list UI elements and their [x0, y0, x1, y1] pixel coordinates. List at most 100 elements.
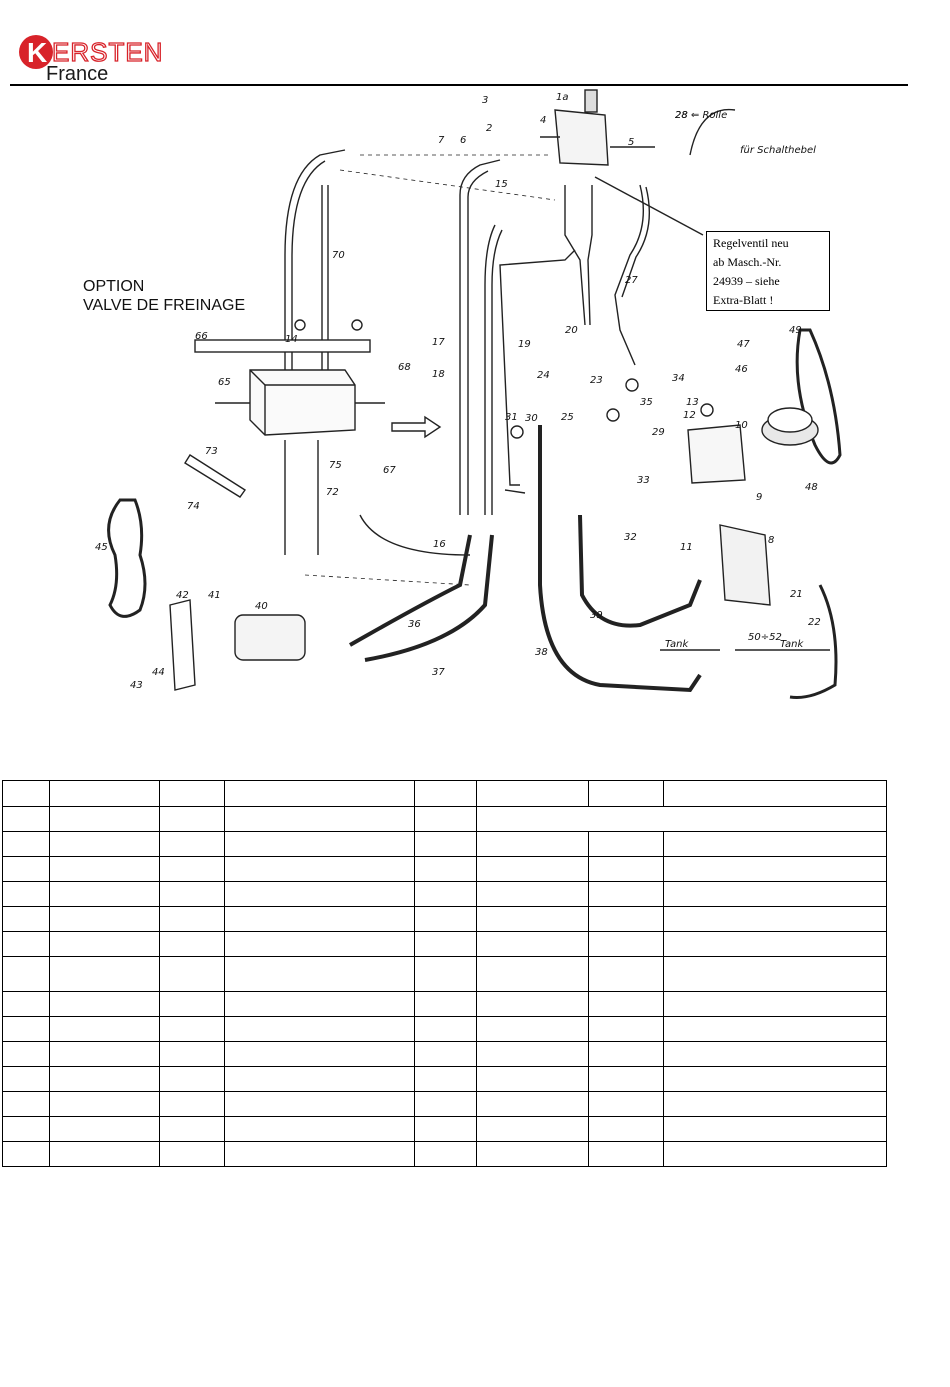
table-cell: [663, 1116, 887, 1142]
table-cell: [49, 856, 160, 882]
part-label-25: 25: [561, 412, 574, 423]
table-cell: [663, 931, 887, 957]
note-line: Extra-Blatt !: [713, 293, 774, 307]
part-label-8: 8: [768, 535, 774, 546]
table-cell: [414, 956, 477, 992]
part-label-7: 7: [438, 135, 445, 146]
table-cell: [476, 831, 589, 857]
note-line: 24939 – siehe: [713, 274, 780, 288]
table-cell: [588, 1091, 664, 1117]
table-row: [2, 1141, 887, 1167]
table-cell: [663, 991, 887, 1017]
part-label-36: 36: [408, 619, 421, 630]
table-cell: [2, 1091, 50, 1117]
table-cell: [224, 906, 415, 932]
part-number-labels: 1a23456789101112131415161718192021222324…: [95, 92, 821, 691]
table-cell: [224, 1016, 415, 1042]
part-label-75: 75: [329, 460, 342, 471]
table-row: [2, 1066, 887, 1092]
table-cell: [663, 856, 887, 882]
table-cell: [224, 780, 415, 807]
table-cell: [224, 956, 415, 992]
table-cell: [49, 1116, 160, 1142]
table-cell: [159, 991, 225, 1017]
table-cell: [224, 1066, 415, 1092]
table-cell: [476, 956, 589, 992]
part-label-17: 17: [432, 337, 445, 348]
table-cell: [159, 1016, 225, 1042]
table-cell: [663, 1141, 887, 1167]
option-title: OPTION: [83, 278, 144, 295]
table-cell: [663, 780, 887, 807]
part-label-23: 23: [590, 375, 603, 386]
part-label-34: 34: [672, 373, 685, 384]
table-cell: [414, 931, 477, 957]
part-label-24: 24: [537, 370, 550, 381]
table-cell: [159, 1041, 225, 1067]
table-cell: [159, 831, 225, 857]
part-label-9: 9: [756, 492, 762, 503]
part-label-22: 22: [808, 617, 821, 628]
tank-label-right: Tank: [780, 639, 805, 650]
table-row: [2, 906, 887, 932]
part-label-31: 31: [505, 412, 518, 423]
table-cell: [414, 1066, 477, 1092]
table-cell: [476, 1141, 589, 1167]
table-cell: [588, 780, 664, 807]
table-cell: [414, 1016, 477, 1042]
part-label-20: 20: [565, 325, 578, 336]
table-cell: [2, 881, 50, 907]
kersten-logo: K ERSTEN France: [19, 35, 163, 84]
table-cell: [663, 1041, 887, 1067]
part-label-40: 40: [255, 601, 268, 612]
part-label-66: 66: [195, 331, 208, 342]
part-label-1a: 1a: [556, 92, 569, 103]
table-cell: [476, 1066, 589, 1092]
table-cell: [2, 1141, 50, 1167]
table-cell: [49, 1141, 160, 1167]
part-label-13: 13: [686, 397, 699, 408]
part-label-3: 3: [482, 95, 488, 106]
part-label-42: 42: [176, 590, 189, 601]
table-cell: [2, 1041, 50, 1067]
table-cell: [49, 881, 160, 907]
table-cell: [476, 856, 589, 882]
logo-wordmark: ERSTEN: [52, 37, 163, 67]
table-row: [2, 1016, 887, 1042]
table-cell: [414, 780, 477, 807]
table-cell: [2, 1116, 50, 1142]
table-cell: [414, 1116, 477, 1142]
table-cell: [49, 1041, 160, 1067]
table-cell: [588, 1041, 664, 1067]
schalthebel-label: für Schalthebel: [740, 145, 816, 156]
table-cell: [476, 906, 589, 932]
table-row: [2, 1116, 887, 1142]
table-row: [2, 1091, 887, 1117]
parts-table: [2, 780, 887, 1167]
part-label-15: 15: [495, 179, 508, 190]
part-label-32: 32: [624, 532, 637, 543]
table-cell: [49, 1016, 160, 1042]
table-cell: [159, 1066, 225, 1092]
table-cell: [414, 1141, 477, 1167]
table-row: [2, 806, 887, 832]
table-cell: [588, 1016, 664, 1042]
part-label-48: 48: [805, 482, 818, 493]
table-cell: [663, 881, 887, 907]
part-label-41: 41: [208, 590, 221, 601]
part-label-35: 35: [640, 397, 653, 408]
table-cell: [663, 956, 887, 992]
table-cell: [588, 1141, 664, 1167]
part-label-18: 18: [432, 369, 445, 380]
table-cell: [224, 806, 415, 832]
part-label-43: 43: [130, 680, 143, 691]
table-cell: [663, 1066, 887, 1092]
part-label-11: 11: [680, 542, 693, 553]
table-cell: [159, 780, 225, 807]
part-label-68: 68: [398, 362, 411, 373]
table-cell: [49, 831, 160, 857]
table-cell: [663, 906, 887, 932]
part-label-16: 16: [433, 539, 446, 550]
table-cell: [159, 956, 225, 992]
table-row: [2, 856, 887, 882]
